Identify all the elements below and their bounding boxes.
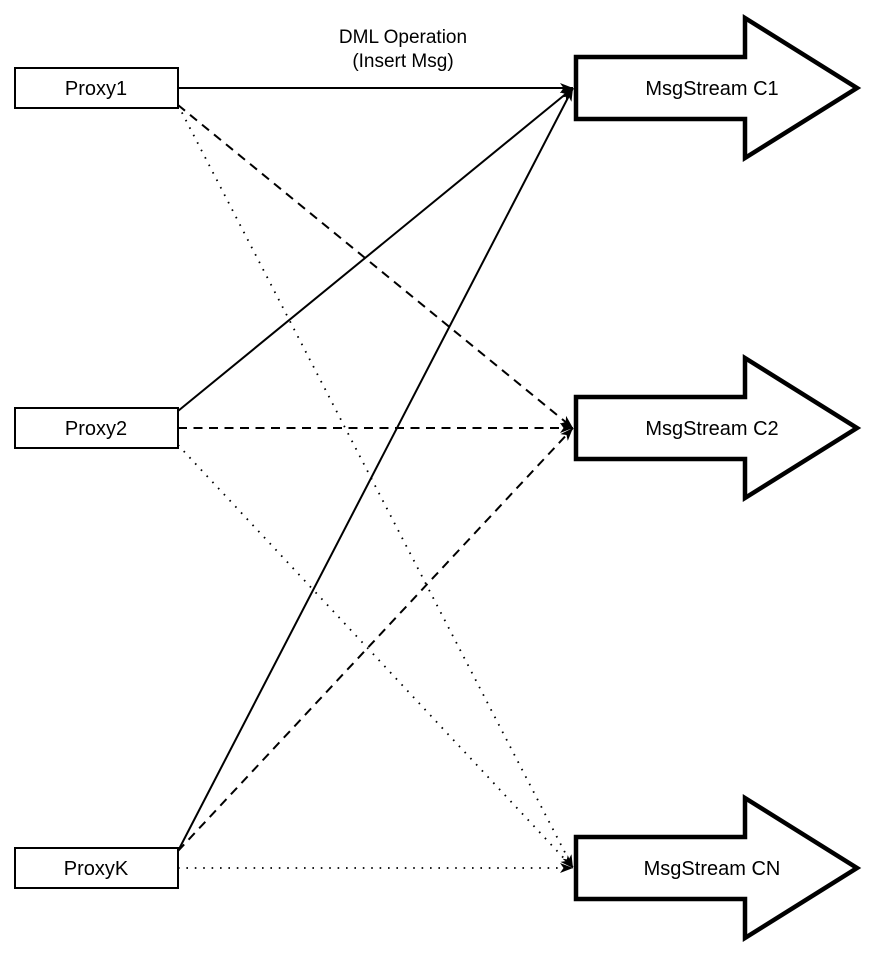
edge-proxyk-c2-dashed	[177, 427, 574, 852]
proxy2-box	[14, 407, 179, 449]
stream-cn-label: MsgStream CN	[644, 858, 781, 880]
proxyk-box	[14, 847, 179, 889]
stream-c2-label: MsgStream C2	[645, 418, 778, 440]
node-proxy1: Proxy1	[14, 67, 179, 109]
title-line-1: DML Operation	[339, 27, 467, 48]
edge-proxy2-c1-solid	[177, 87, 574, 412]
stream-cn: MsgStream CN	[573, 793, 862, 943]
node-proxyk: ProxyK	[14, 847, 179, 889]
stream-c2-arrow-shape	[573, 353, 862, 503]
stream-c1-label: MsgStream C1	[645, 78, 778, 100]
stream-c2: MsgStream C2	[573, 353, 862, 503]
proxy1-box	[14, 67, 179, 109]
stream-c1: MsgStream C1	[573, 13, 862, 163]
edge-proxy1-cn-dotted	[177, 104, 574, 869]
edge-layer	[177, 83, 574, 873]
stream-cn-arrow-shape	[573, 793, 862, 943]
stream-c1-arrow-shape	[573, 13, 862, 163]
proxyk-label: ProxyK	[64, 858, 129, 880]
diagram-title: DML Operation (Insert Msg)	[339, 27, 467, 72]
edge-proxyk-c1-solid	[177, 87, 574, 852]
edge-proxy2-cn-dotted	[177, 444, 574, 869]
edge-proxy1-c2-dashed	[177, 104, 574, 429]
proxy2-label: Proxy2	[65, 418, 127, 440]
proxy1-label: Proxy1	[65, 78, 127, 100]
title-line-2: (Insert Msg)	[352, 51, 453, 72]
node-proxy2: Proxy2	[14, 407, 179, 449]
